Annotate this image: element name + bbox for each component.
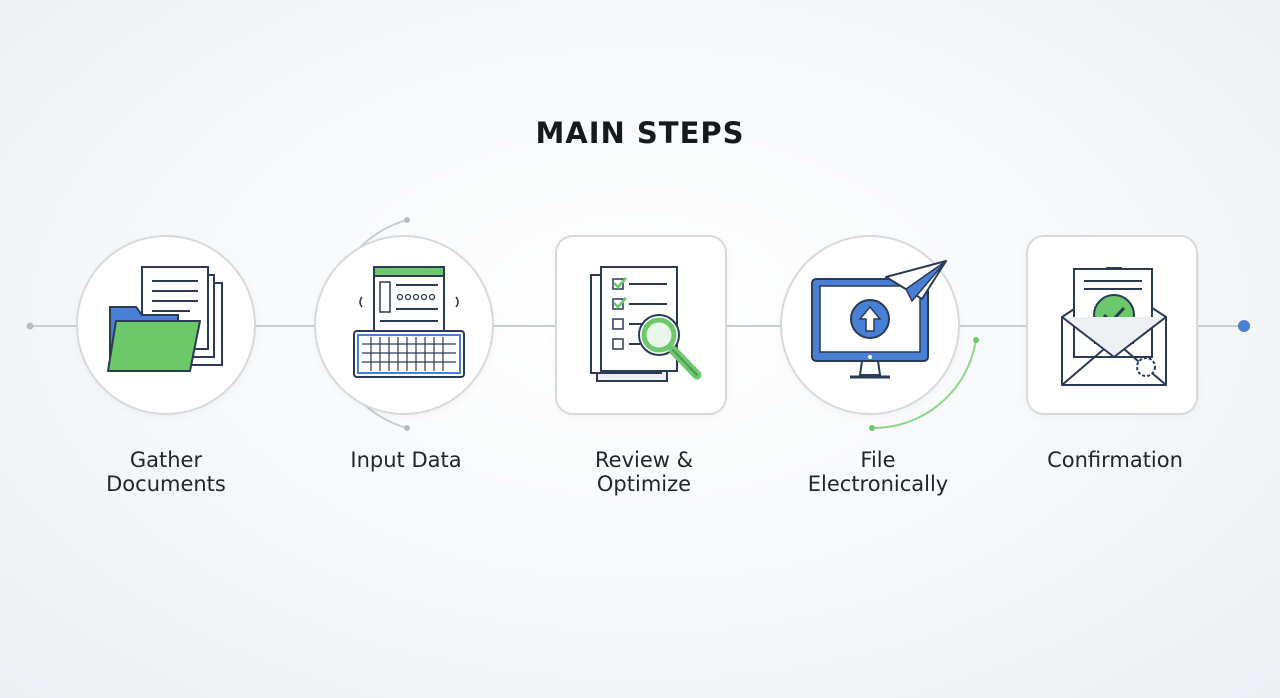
checklist-magnifier-icon [590, 266, 702, 382]
step-file-electronically[interactable] [780, 235, 960, 415]
progress-arc-right [871, 339, 977, 430]
step-confirmation[interactable] [1026, 235, 1198, 415]
step-input-data[interactable] [314, 235, 494, 415]
keyboard-document-icon [353, 266, 465, 378]
folder-documents-icon [107, 266, 223, 372]
monitor-upload-paper-plane-icon [811, 260, 947, 379]
envelope-check-icon [1061, 267, 1167, 386]
timeline-end-dot [1238, 320, 1250, 332]
step-label-review-optimize: Review & Optimize [595, 448, 693, 496]
step-label-gather-documents: Gather Documents [106, 448, 226, 496]
step-review-optimize[interactable] [555, 235, 727, 415]
step-label-input-data: Input Data [350, 448, 462, 472]
step-gather-documents[interactable] [76, 235, 256, 415]
step-label-confirmation: Confirmation [1047, 448, 1183, 472]
timeline-start-dot [26, 322, 34, 330]
page-title: MAIN STEPS [535, 116, 745, 150]
step-label-file-electronically: File Electronically [807, 448, 949, 496]
